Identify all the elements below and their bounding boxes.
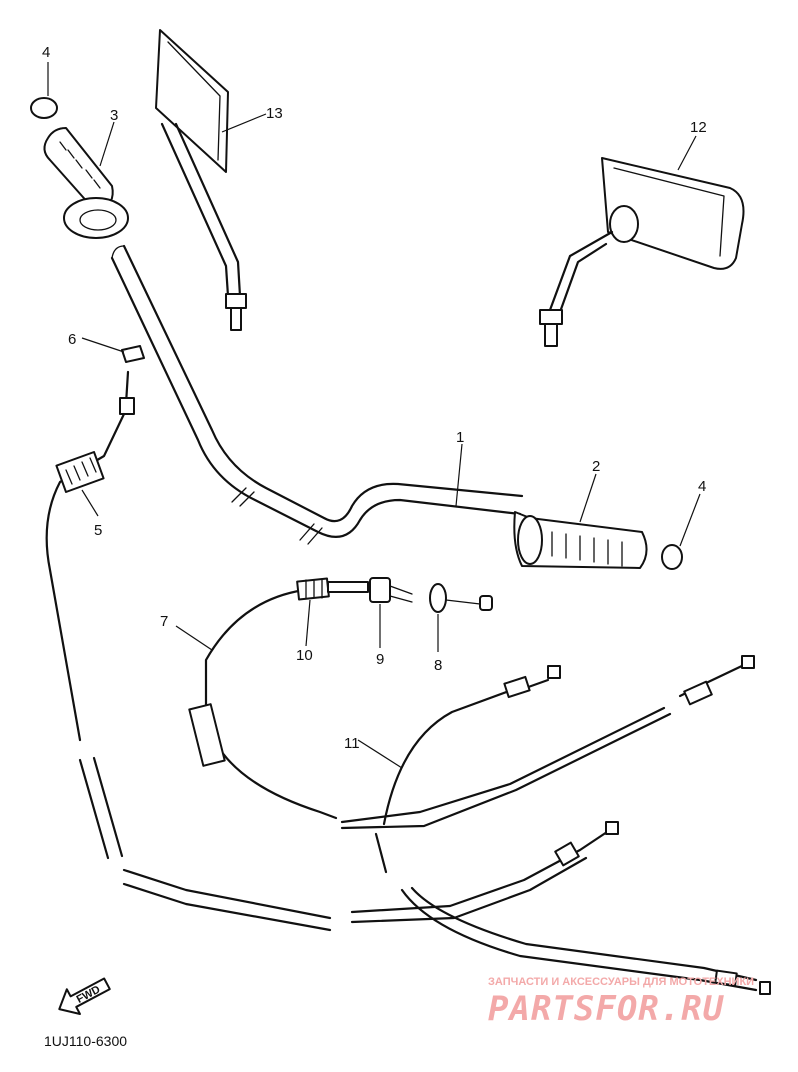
right-mirror — [539, 157, 745, 347]
adjuster-cap — [429, 583, 493, 613]
cable-plate — [121, 345, 145, 363]
callout-labels: 1 2 3 4 4 5 6 7 8 9 10 11 12 13 — [42, 44, 707, 752]
adjuster-nut — [369, 577, 413, 603]
left-grip — [43, 127, 129, 239]
callout-part-1: 1 — [456, 429, 464, 446]
callout-part-7: 7 — [160, 613, 168, 630]
callout-part-9: 9 — [376, 651, 384, 668]
callout-part-5: 5 — [94, 522, 102, 539]
left-cable — [45, 370, 135, 860]
control-cables — [340, 655, 771, 995]
throttle-cable — [122, 588, 338, 932]
handlebar — [110, 244, 524, 545]
callout-part-2: 2 — [592, 458, 600, 475]
callout-part-13: 13 — [266, 105, 283, 122]
callout-part-11: 11 — [344, 735, 360, 752]
watermark-logo: PARTSFOR.RU — [488, 989, 725, 1029]
watermark-tagline: ЗАПЧАСТИ И АКСЕССУАРЫ ДЛЯ МОТОТЕХНИКИ — [488, 976, 755, 988]
fwd-arrow-icon: FWD — [58, 977, 111, 1015]
left-mirror — [155, 29, 247, 331]
callout-part-3: 3 — [110, 107, 118, 124]
callout-part-8: 8 — [434, 657, 442, 674]
left-end-cap — [30, 97, 58, 119]
leader-lines — [47, 62, 701, 769]
callout-part-10: 10 — [296, 647, 313, 664]
cable-adjuster — [296, 577, 369, 601]
right-grip — [513, 511, 648, 569]
right-end-cap — [661, 544, 683, 570]
callout-part-6: 6 — [68, 331, 76, 348]
callout-part-4-right: 4 — [698, 478, 706, 495]
callout-part-4-left: 4 — [42, 44, 50, 61]
diagram-code: 1UJ110-6300 — [44, 1033, 128, 1049]
callout-part-12: 12 — [690, 119, 707, 136]
fwd-label: FWD — [75, 984, 103, 1006]
